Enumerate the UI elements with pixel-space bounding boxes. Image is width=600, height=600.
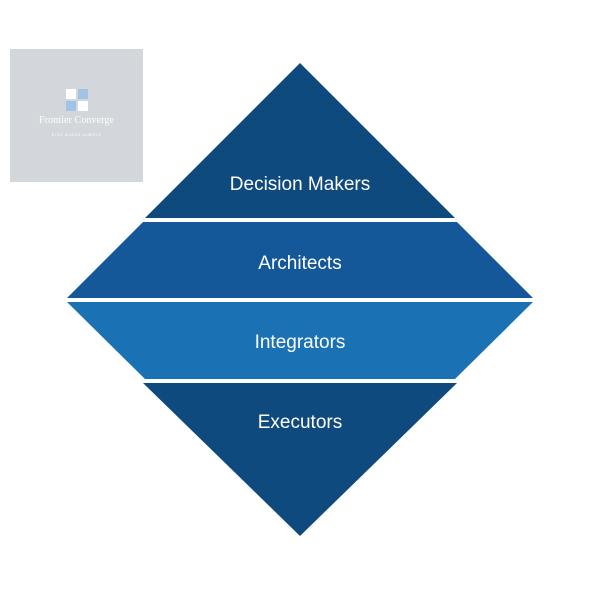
tier-label-decision-makers: Decision Makers [230, 174, 370, 195]
brand-name: Frontier Converge [38, 115, 115, 126]
brand-logo-card: Frontier Converge STAY AHEAD ALWAYS [10, 49, 143, 182]
window-grid-icon [66, 89, 88, 111]
tier-band-architects [67, 222, 533, 298]
tier-label-executors: Executors [258, 412, 342, 433]
tier-band-executors [143, 383, 457, 536]
tier-label-integrators: Integrators [255, 332, 346, 353]
tier-band-decision-makers [145, 63, 455, 218]
brand-tagline: STAY AHEAD ALWAYS [51, 133, 102, 137]
tier-label-architects: Architects [258, 253, 341, 274]
tier-band-integrators [67, 302, 533, 379]
